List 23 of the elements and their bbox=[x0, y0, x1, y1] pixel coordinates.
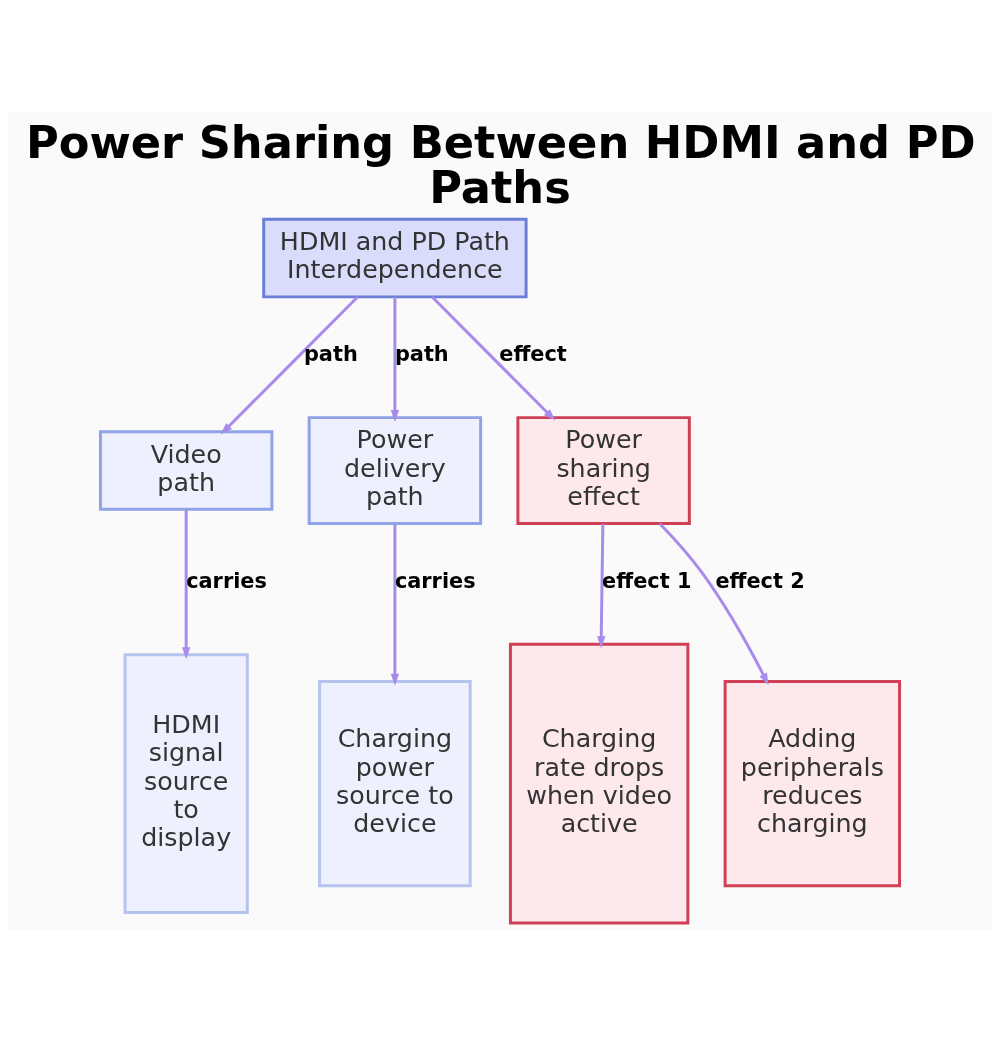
arrow bbox=[658, 522, 769, 685]
node-box: Charging rate drops when video active bbox=[508, 642, 690, 925]
edge-label: path bbox=[394, 341, 449, 366]
node-box: Video path bbox=[98, 429, 274, 511]
edge-label: carries bbox=[186, 568, 267, 593]
node-box: Power sharing effect bbox=[516, 415, 691, 525]
edge-label: path bbox=[303, 341, 358, 366]
arrow bbox=[181, 508, 191, 659]
node-box: Charging power source to device bbox=[318, 679, 472, 887]
node-box: HDMI and PD Path Interdependence bbox=[262, 217, 528, 298]
edge-label: effect bbox=[499, 341, 567, 366]
node-box: Adding peripherals reduces charging bbox=[723, 679, 902, 887]
edge-label: carries bbox=[394, 568, 476, 593]
node-box: Power delivery path bbox=[307, 415, 483, 525]
edge-label: effect 2 bbox=[715, 568, 805, 593]
edge-label: effect 1 bbox=[602, 568, 692, 593]
arrow bbox=[390, 523, 400, 686]
node-box: HDMI signal source to display bbox=[123, 652, 249, 914]
arrow bbox=[390, 296, 400, 422]
arrow bbox=[597, 523, 606, 648]
diagram-title: Power Sharing Between HDMI and PD Paths bbox=[25, 115, 976, 214]
arrow bbox=[431, 295, 556, 421]
arrow bbox=[220, 295, 359, 434]
